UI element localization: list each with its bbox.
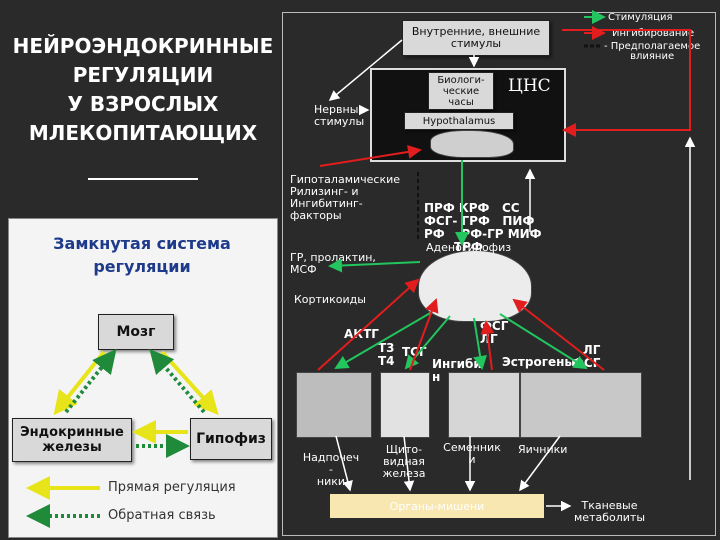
legend-feedback-label: Обратная связь xyxy=(108,508,216,523)
stimuli-to-nervous-arrow xyxy=(328,39,403,101)
hypothalamus-image xyxy=(430,130,514,158)
adrenals-image xyxy=(296,372,372,438)
corticoids-label: Кортикоиды xyxy=(294,293,366,306)
ovaries-image xyxy=(520,372,642,438)
target-organs-box: Органы-мишени xyxy=(330,494,544,518)
closed-system-heading: Замкнутая система регуляции xyxy=(53,234,231,276)
adrenals-label: Надпочеч-ники xyxy=(302,451,360,488)
estrogens-label: Эстрогены xyxy=(502,355,576,369)
ovaries-to-targets-arrow xyxy=(519,435,561,492)
pituitary-to-brain-arrow xyxy=(149,348,206,414)
ovaries-label: Яичники xyxy=(518,443,568,456)
adrenals-feedback-arrow xyxy=(317,278,420,371)
testes-image xyxy=(448,372,520,438)
thyroid-feedback-arrow xyxy=(409,298,439,371)
brain-to-glands-arrow xyxy=(53,350,106,416)
target-organs-label: Органы-мишени xyxy=(389,499,485,513)
cns-label: ЦНС xyxy=(508,76,551,96)
brain-to-pituitary-arrow xyxy=(160,350,219,415)
corticoids-feedback-arrow xyxy=(319,144,422,167)
gr-prolactin-label: ГР, пролактин,МСФ xyxy=(290,251,376,276)
page-title: НЕЙРОЭНДОКРИННЫЕ РЕГУЛЯЦИИ У ВЗРОСЛЫХ МЛ… xyxy=(12,34,274,145)
thyroid-image xyxy=(380,372,430,438)
glands-to-brain-arrow xyxy=(64,348,117,414)
legend-inhibition: Ингибирование xyxy=(612,28,695,39)
adenohypophysis-label: Аденогипофиз xyxy=(426,241,512,254)
adeno-to-ovaries-arrow xyxy=(499,313,588,370)
title-divider xyxy=(88,178,198,180)
testes-feedback-arrow xyxy=(480,320,495,371)
thyroid-to-targets-arrow xyxy=(403,435,415,492)
actg-label: АКТГ xyxy=(344,327,379,341)
adrenals-to-targets-arrow xyxy=(335,435,353,492)
closed-system-panel xyxy=(8,218,278,538)
adeno-to-testes-arrow xyxy=(473,317,488,370)
legend-stimulation: Стимуляция xyxy=(608,12,673,23)
ovaries-feedback-arrow xyxy=(512,298,605,371)
legend-direct-label: Прямая регуляция xyxy=(108,480,236,495)
top-inhibition-loop xyxy=(562,29,691,137)
adeno-to-gr-arrow xyxy=(328,258,421,273)
brain-box: Мозг xyxy=(98,314,174,350)
adeno-to-adrenals-arrow xyxy=(334,311,433,370)
pituitary-box: Гипофиз xyxy=(190,418,272,460)
diagram-frame xyxy=(282,12,716,536)
